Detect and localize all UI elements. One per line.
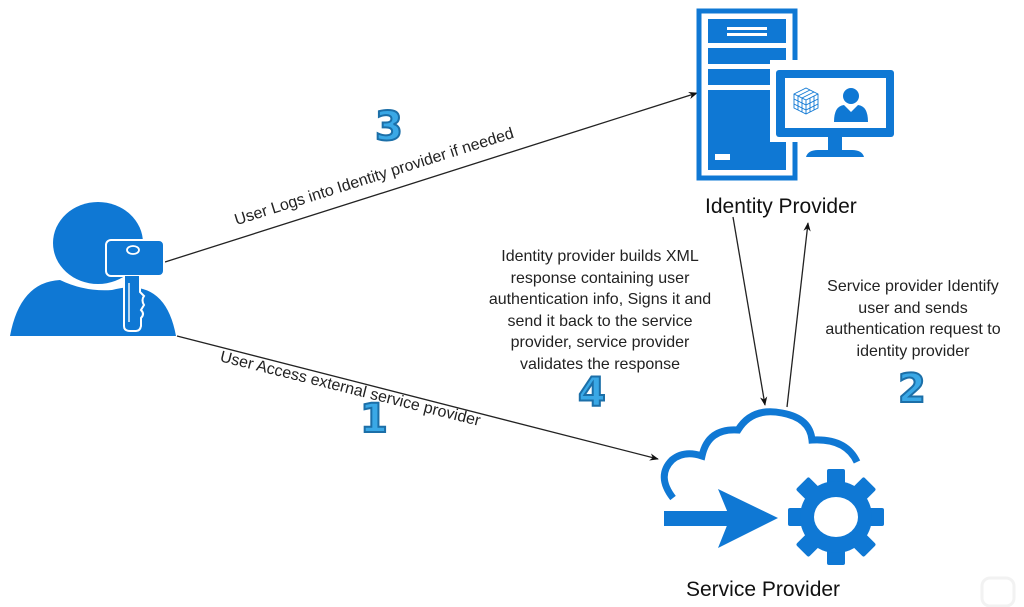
desc-line: provider, service provider bbox=[510, 334, 690, 351]
service-provider-label: Service Provider bbox=[686, 578, 841, 601]
edge-user-to-idp bbox=[164, 92, 698, 263]
desc-line: send it back to the service bbox=[507, 312, 693, 330]
step-2-description: Service provider Identify user and sends… bbox=[802, 276, 1024, 362]
edge-user-to-sp bbox=[176, 335, 659, 461]
identity-provider-label: Identity Provider bbox=[705, 195, 857, 218]
desc-line: identity provider bbox=[856, 342, 970, 360]
user-avatar-icon bbox=[834, 88, 868, 122]
data-cube-icon bbox=[793, 87, 819, 115]
watermark-icon bbox=[980, 576, 1016, 607]
server-with-monitor-icon bbox=[696, 8, 900, 181]
desc-line: validates the response bbox=[519, 355, 681, 373]
desc-line: Service provider Identify bbox=[827, 278, 999, 295]
step-4-description: Identity provider builds XML response co… bbox=[462, 246, 738, 375]
edge-sp-to-idp bbox=[786, 222, 811, 408]
user-with-key-icon bbox=[10, 202, 176, 336]
desc-line: Identity provider builds XML bbox=[501, 248, 699, 265]
desc-line: authentication info, Signs it and bbox=[488, 291, 712, 308]
desc-line: user and sends bbox=[858, 299, 968, 317]
step-number-2: 2 bbox=[897, 365, 927, 413]
desc-line: response containing user bbox=[510, 269, 690, 287]
key-icon bbox=[105, 239, 165, 332]
step-number-4: 4 bbox=[577, 369, 607, 417]
cloud-arrow-gear-icon bbox=[660, 408, 884, 565]
edge-idp-to-sp bbox=[732, 216, 768, 406]
step-number-1: 1 bbox=[359, 395, 389, 443]
step-number-3: 3 bbox=[374, 103, 404, 151]
arrow-right-icon bbox=[664, 489, 778, 548]
gear-icon bbox=[788, 469, 884, 565]
desc-line: authentication request to bbox=[825, 321, 1001, 338]
